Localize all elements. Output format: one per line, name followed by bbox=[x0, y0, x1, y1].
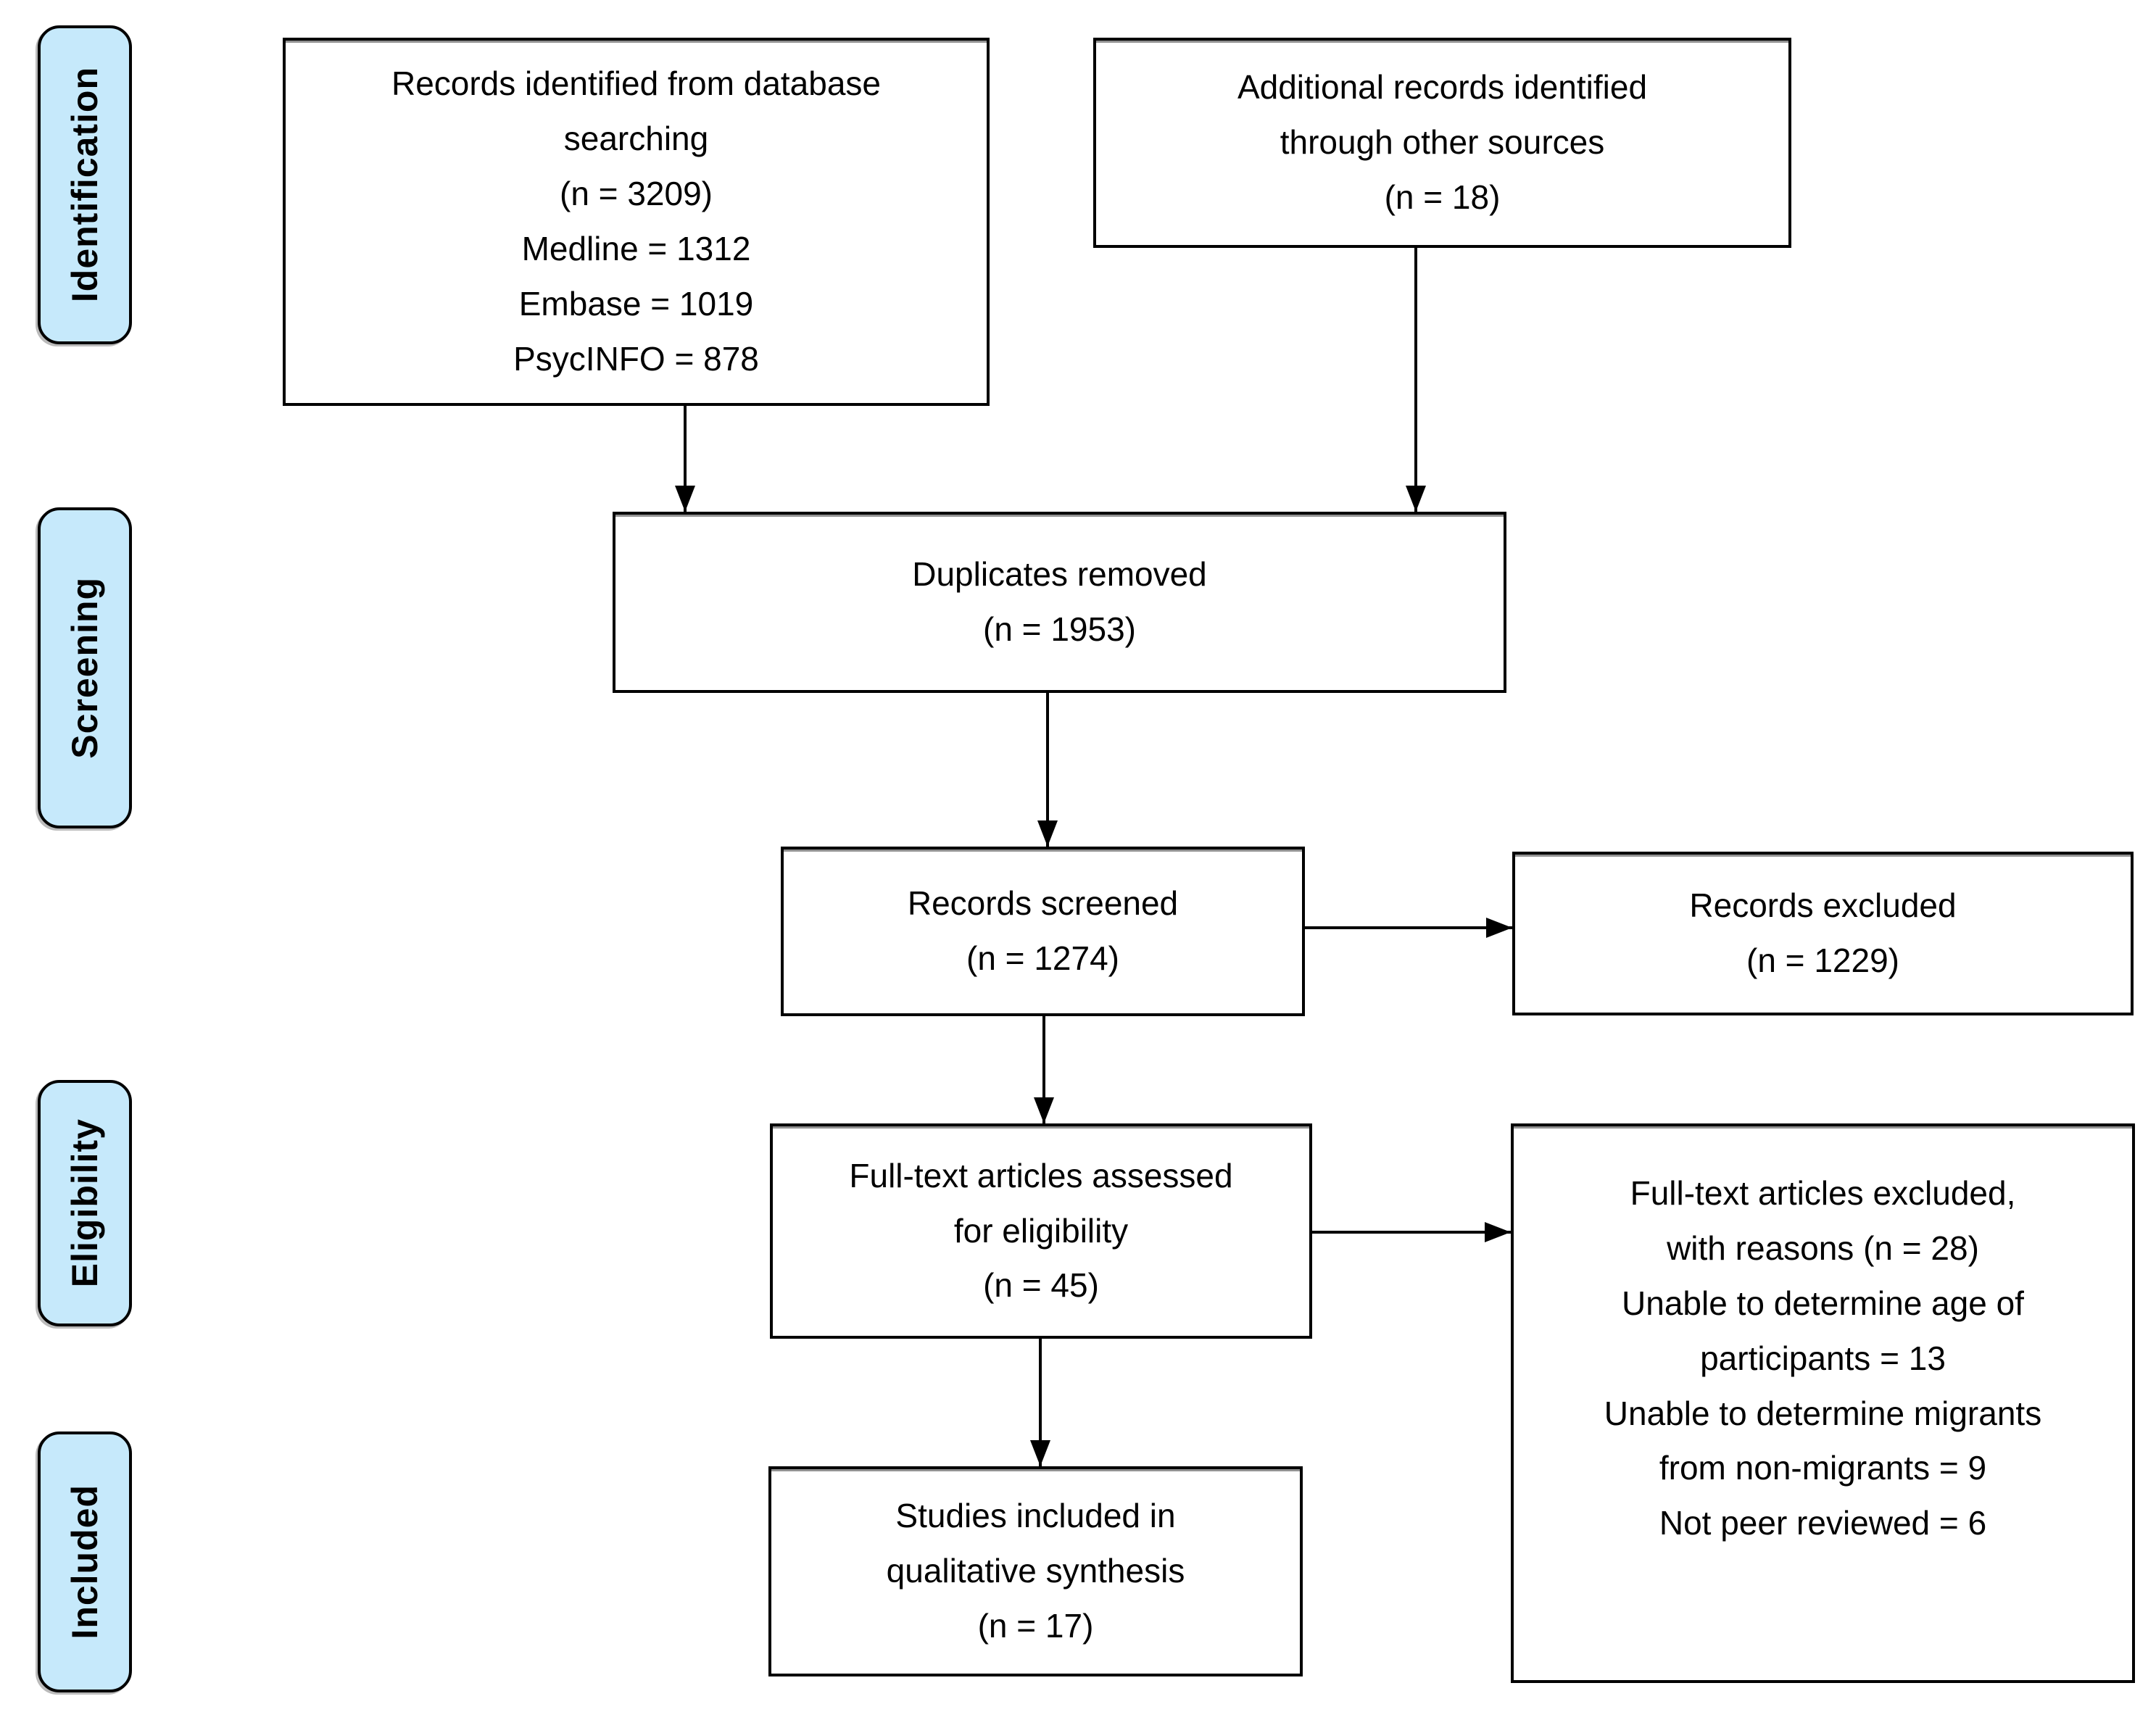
box-text-line: from non-migrants = 9 bbox=[1659, 1449, 1987, 1487]
box-text-line: (n = 1229) bbox=[1746, 942, 1899, 979]
box-text-line: Embase = 1019 bbox=[518, 284, 754, 323]
box-records-identified: Records identified from database searchin… bbox=[283, 38, 990, 406]
arrow-screened-to-excluded bbox=[1305, 918, 1512, 938]
box-text-line: Full-text articles excluded, bbox=[1630, 1174, 2016, 1212]
box-fulltext-excluded: Full-text articles excluded, with reasons… bbox=[1511, 1123, 2135, 1683]
arrow-fulltext-to-included bbox=[1030, 1339, 1050, 1466]
box-text-line: through other sources bbox=[1280, 123, 1605, 162]
box-records-screened: Records screened (n = 1274) bbox=[781, 847, 1305, 1016]
stage-identification: Identification bbox=[38, 25, 132, 344]
box-text-line: Records excluded bbox=[1689, 886, 1957, 925]
box-fulltext-assessed: Full-text articles assessed for eligibili… bbox=[770, 1123, 1312, 1339]
box-text-line: participants = 13 bbox=[1700, 1339, 1946, 1377]
arrow-identified-to-duplicates bbox=[675, 406, 695, 512]
box-text-line: qualitative synthesis bbox=[886, 1552, 1185, 1590]
box-text-line: Additional records identified bbox=[1237, 68, 1648, 107]
box-text-line: PsycINFO = 878 bbox=[513, 339, 759, 378]
stage-included: Included bbox=[38, 1431, 132, 1692]
arrow-duplicates-to-screened bbox=[1037, 693, 1058, 847]
box-text-line: Studies included in bbox=[895, 1497, 1176, 1535]
box-text-line: with reasons (n = 28) bbox=[1667, 1229, 1979, 1267]
arrow-fulltext-to-excluded bbox=[1312, 1222, 1511, 1242]
box-text-line: for eligibility bbox=[953, 1211, 1129, 1250]
stage-screening: Screening bbox=[38, 507, 132, 828]
arrow-additional-to-duplicates bbox=[1406, 248, 1426, 512]
box-text-line: searching bbox=[563, 120, 709, 158]
box-studies-included: Studies included in qualitative synthesis… bbox=[768, 1466, 1303, 1676]
stage-included-label: Included bbox=[65, 1484, 105, 1640]
box-text-line: (n = 18) bbox=[1384, 178, 1501, 216]
stage-screening-label: Screening bbox=[65, 577, 105, 759]
box-text-line: Duplicates removed bbox=[912, 555, 1207, 594]
box-text-line: (n = 3209) bbox=[560, 175, 713, 213]
arrow-screened-to-fulltext bbox=[1034, 1016, 1054, 1123]
box-text-line: (n = 45) bbox=[983, 1266, 1099, 1305]
box-text-line: Medline = 1312 bbox=[521, 230, 751, 267]
box-text-line: (n = 1953) bbox=[983, 610, 1136, 648]
box-records-excluded: Records excluded (n = 1229) bbox=[1512, 852, 2134, 1015]
stage-identification-label: Identification bbox=[65, 67, 105, 303]
box-text-line: (n = 1274) bbox=[966, 939, 1119, 977]
box-additional-records: Additional records identified through oth… bbox=[1093, 38, 1791, 248]
box-text-line: Not peer reviewed = 6 bbox=[1659, 1504, 1987, 1542]
stage-eligibility: Eligibility bbox=[38, 1080, 132, 1326]
box-text-line: Full-text articles assessed bbox=[849, 1156, 1233, 1194]
box-text-line: Records screened bbox=[907, 884, 1179, 923]
stage-eligibility-label: Eligibility bbox=[65, 1118, 105, 1288]
box-text-line: Unable to determine age of bbox=[1622, 1284, 2024, 1322]
box-text-line: Records identified from database bbox=[391, 65, 882, 103]
box-text-line: (n = 17) bbox=[977, 1606, 1094, 1645]
box-duplicates-removed: Duplicates removed (n = 1953) bbox=[613, 512, 1506, 693]
box-text-line: Unable to determine migrants bbox=[1604, 1394, 2042, 1432]
